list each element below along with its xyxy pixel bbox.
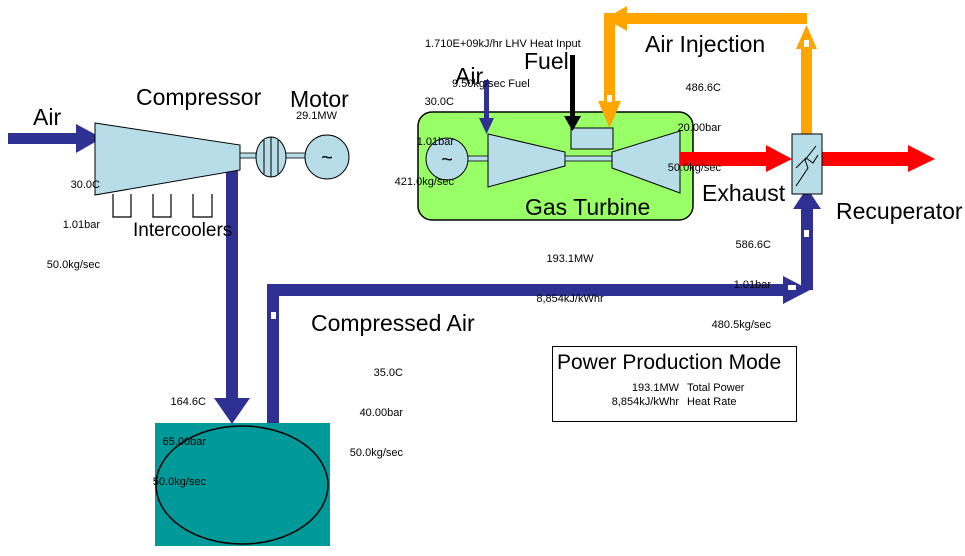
recuperator bbox=[791, 133, 823, 195]
storage-inlet-temp: 164.6C bbox=[170, 396, 206, 409]
compressor-label: Compressor bbox=[136, 84, 262, 110]
turbine-air-conditions: 30.0C 1.01bar 421.0kg/sec bbox=[388, 70, 454, 202]
air-inlet-arrow bbox=[8, 124, 102, 153]
exhaust-pressure: 1.01bar bbox=[733, 278, 771, 291]
injection-pressure: 20.00bar bbox=[677, 121, 721, 134]
compressed-air-flow: 50.0kg/sec bbox=[349, 446, 403, 459]
compressed-air-conditions: 35.0C 40.00bar 50.0kg/sec bbox=[337, 341, 403, 473]
motor-icon: ~ bbox=[304, 134, 350, 180]
injection-temp: 486.6C bbox=[685, 82, 721, 95]
combustor bbox=[570, 127, 614, 150]
generator-shaft bbox=[467, 155, 489, 162]
air-injection-label: Air Injection bbox=[645, 31, 766, 57]
total-power-label: Total Power bbox=[687, 382, 745, 394]
turbine-output: 193.1MW 8,854kJ/kWhr bbox=[520, 227, 620, 319]
fuel-inlet-arrow bbox=[564, 55, 581, 131]
turbine-shaft bbox=[564, 155, 613, 162]
turbine-expander-stage bbox=[611, 130, 681, 194]
compressor bbox=[94, 122, 241, 196]
air-injection-pipe bbox=[598, 6, 817, 135]
fuel-label: Fuel bbox=[524, 48, 569, 74]
turbine-air-inlet-arrow bbox=[479, 80, 494, 134]
compressed-air-label: Compressed Air bbox=[311, 310, 475, 336]
svg-text:~: ~ bbox=[321, 147, 333, 169]
injection-flow: 50.0kg/sec bbox=[667, 161, 721, 174]
recuperator-label: Recuperator bbox=[836, 198, 963, 224]
storage-inlet-flow: 50.0kg/sec bbox=[152, 475, 206, 488]
turbine-power: 193.1MW bbox=[546, 253, 594, 266]
intercoolers-label: Intercoolers bbox=[133, 220, 233, 241]
heat-rate-value: 8,854kJ/kWhr bbox=[611, 396, 679, 408]
motor-label: Motor bbox=[290, 86, 349, 112]
exhaust-arrow bbox=[680, 145, 792, 172]
compressor-inlet-temp: 30.0C bbox=[70, 179, 100, 192]
compressor-to-storage-pipe bbox=[214, 155, 250, 424]
gas-turbine-label: Gas Turbine bbox=[525, 194, 651, 220]
exhaust-label: Exhaust bbox=[702, 180, 786, 206]
heat-rate-label: Heat Rate bbox=[687, 396, 737, 408]
mode-summary-box: Power Production Mode 193.1MW Total Powe… bbox=[552, 346, 797, 422]
exhaust-flow: 480.5kg/sec bbox=[711, 318, 771, 331]
shaft-coupling bbox=[239, 136, 308, 178]
air-inlet-label: Air bbox=[33, 104, 62, 130]
storage-inlet-pressure: 65.00bar bbox=[162, 435, 206, 448]
turbine-air-label: Air bbox=[455, 63, 484, 89]
compressor-inlet-conditions: 30.0C 1.01bar 50.0kg/sec bbox=[40, 153, 100, 285]
turbine-air-flow: 421.0kg/sec bbox=[394, 175, 454, 188]
motor-power: 29.1MW bbox=[296, 110, 337, 122]
compressed-air-temp: 35.0C bbox=[373, 367, 403, 380]
exhaust-conditions: 586.6C 1.01bar 480.5kg/sec bbox=[705, 213, 771, 345]
mode-title: Power Production Mode bbox=[557, 351, 782, 374]
intercoolers bbox=[112, 194, 213, 218]
exhaust-temp: 586.6C bbox=[735, 239, 771, 252]
compressor-inlet-pressure: 1.01bar bbox=[62, 218, 100, 231]
heat-input-info: 1.710E+09kJ/hr LHV Heat Input 9.50kg/sec… bbox=[425, 12, 581, 104]
storage-cavern-outline bbox=[155, 425, 329, 545]
turbine-compressor-stage bbox=[487, 133, 566, 188]
turbine-heat-rate: 8,854kJ/kWhr bbox=[536, 292, 604, 305]
compressor-inlet-flow: 50.0kg/sec bbox=[46, 258, 100, 271]
injection-conditions: 486.6C 20.00bar 50.0kg/sec bbox=[655, 56, 721, 188]
compressed-air-pipe bbox=[267, 188, 821, 423]
turbine-air-temp: 30.0C bbox=[424, 96, 454, 109]
total-power-value: 193.1MW bbox=[631, 382, 679, 394]
heat-input: 1.710E+09kJ/hr LHV Heat Input bbox=[425, 38, 581, 51]
recuperator-outlet-arrow bbox=[822, 145, 935, 172]
storage-inlet-conditions: 164.6C 65.00bar 50.0kg/sec bbox=[140, 370, 206, 502]
svg-text:~: ~ bbox=[441, 149, 453, 171]
compressed-air-pressure: 40.00bar bbox=[359, 406, 403, 419]
turbine-air-pressure: 1.01bar bbox=[416, 135, 454, 148]
fuel-flow: 9.50kg/sec Fuel bbox=[452, 77, 530, 90]
